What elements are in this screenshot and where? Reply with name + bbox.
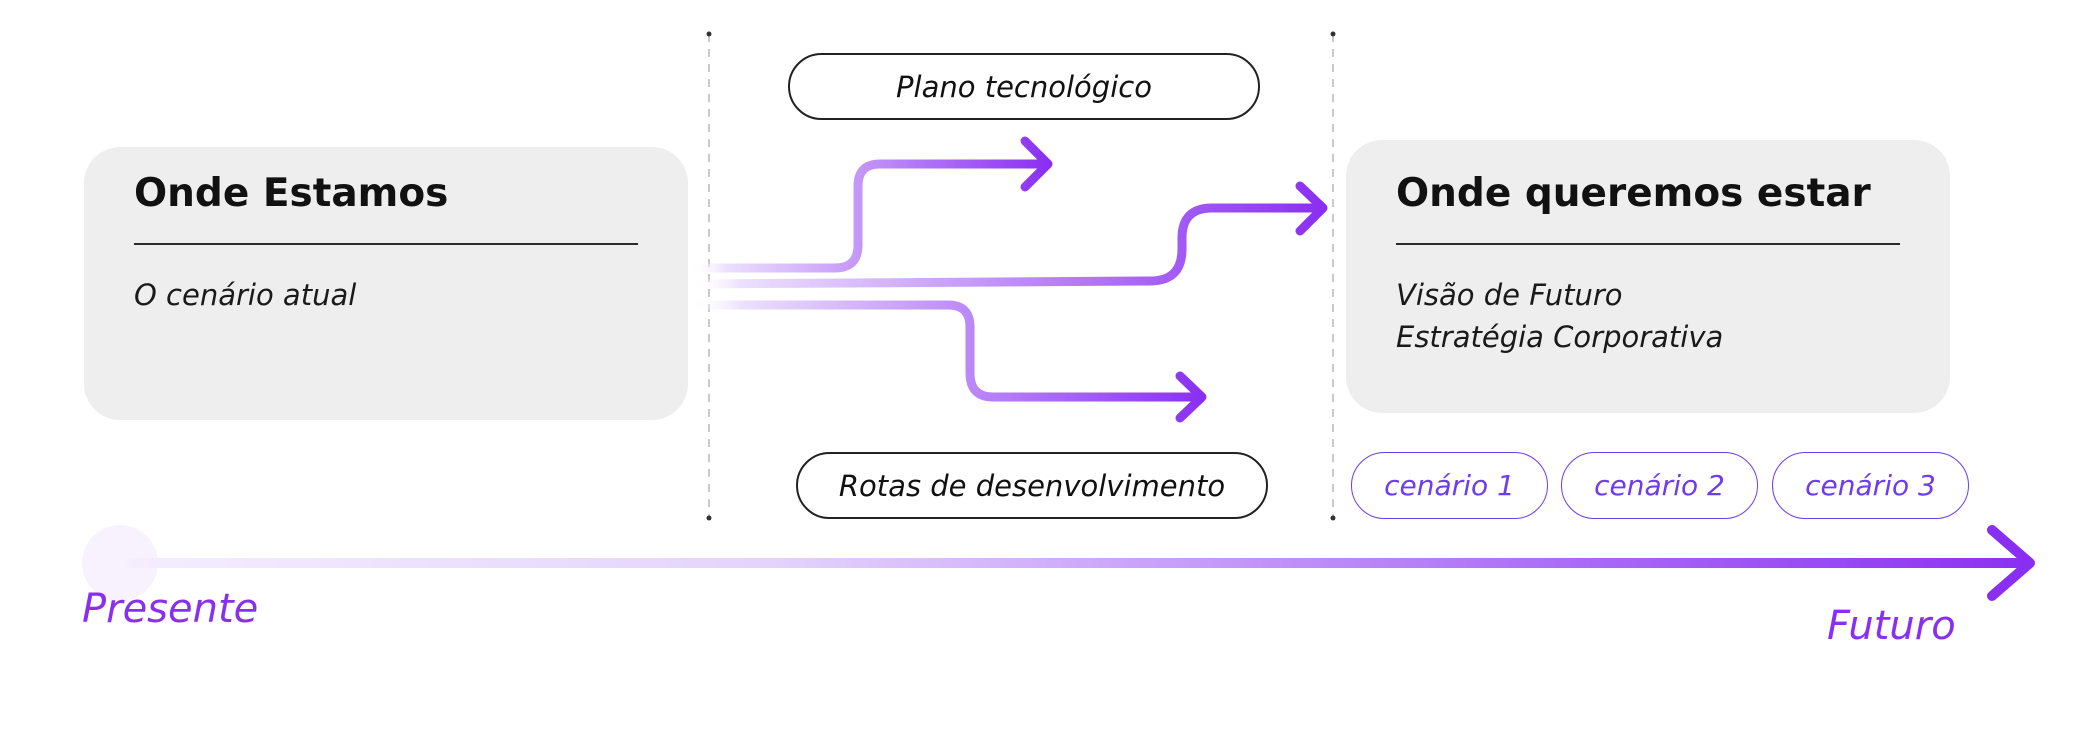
- guide-line-right: [1330, 31, 1336, 521]
- future-state-title: Onde queremos estar: [1396, 171, 1871, 216]
- scenario-pill-3: cenário 3: [1772, 452, 1969, 519]
- current-state-line-1: O cenário atual: [134, 278, 357, 312]
- route-arrow-middle: [690, 181, 1328, 289]
- current-state-divider: [134, 243, 638, 245]
- guide-line-left: [706, 31, 712, 521]
- timeline-arrow: [82, 525, 2035, 601]
- future-state-line-1: Visão de Futuro: [1396, 278, 1623, 312]
- timeline-end-label: Futuro: [1827, 603, 1956, 649]
- future-state-card: Onde queremos estar Visão de Futuro Estr…: [1346, 140, 1950, 413]
- current-state-title: Onde Estamos: [134, 171, 449, 216]
- development-routes-pill: Rotas de desenvolvimento: [796, 452, 1268, 519]
- scenario-pill-1: cenário 1: [1351, 452, 1548, 519]
- current-state-card: Onde Estamos O cenário atual: [84, 147, 688, 420]
- route-arrow-top: [690, 136, 1053, 273]
- route-arrow-bottom: [690, 300, 1207, 423]
- future-state-divider: [1396, 243, 1900, 245]
- future-state-line-2: Estratégia Corporativa: [1396, 320, 1724, 354]
- scenario-pill-2: cenário 2: [1561, 452, 1758, 519]
- technology-plan-pill: Plano tecnológico: [788, 53, 1260, 120]
- timeline-start-label: Presente: [82, 586, 259, 632]
